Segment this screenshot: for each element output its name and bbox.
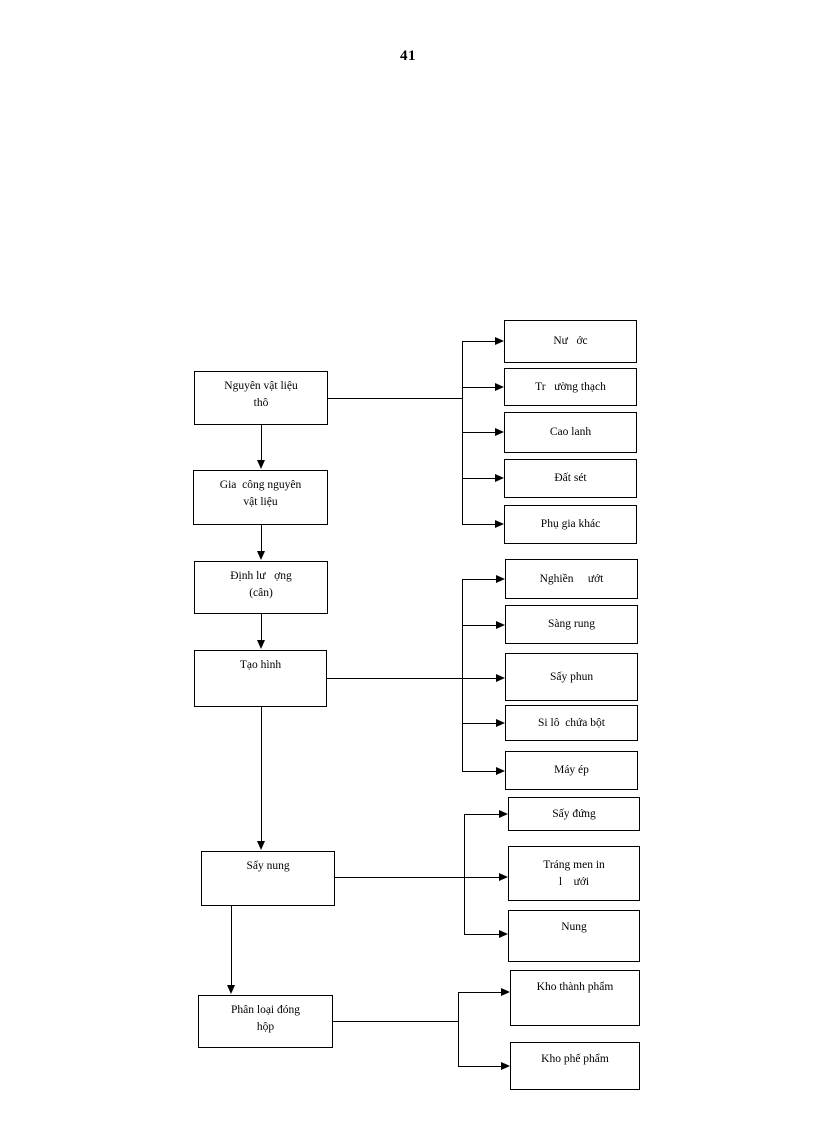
branch-to-spray-drying bbox=[462, 678, 496, 679]
node-sieving[interactable]: Sàng rung bbox=[505, 605, 638, 644]
node-line: Phụ gia khác bbox=[540, 518, 601, 531]
branch-to-additives bbox=[462, 524, 495, 525]
node-material-processing[interactable]: Gia công nguyên vật liệu bbox=[193, 470, 328, 525]
connector-drying-to-sorting bbox=[231, 906, 232, 986]
branch-to-wet-milling bbox=[462, 579, 496, 580]
node-line: vật liệu bbox=[243, 495, 278, 508]
branch-to-silo bbox=[462, 723, 496, 724]
node-line: Phân loại đóng bbox=[231, 1004, 300, 1016]
branch-to-glazing bbox=[464, 877, 499, 878]
connector-dosing-to-forming bbox=[261, 614, 262, 641]
trunk-group3 bbox=[464, 814, 465, 934]
arrowhead-down bbox=[256, 551, 265, 560]
node-water[interactable]: Nư ớc bbox=[504, 320, 637, 363]
node-line: Sấy đứng bbox=[552, 807, 596, 820]
branch-to-vertical-drying bbox=[464, 814, 499, 815]
node-line: Nung bbox=[561, 921, 587, 933]
arrowhead-right bbox=[496, 718, 505, 727]
node-dosing[interactable]: Định lư ợng (cân) bbox=[194, 561, 328, 614]
node-line: l ưới bbox=[558, 875, 590, 888]
node-line: Sàng rung bbox=[548, 618, 595, 631]
node-line: Tạo hình bbox=[239, 659, 282, 671]
node-line: Sấy nung bbox=[246, 860, 290, 872]
node-line: Cao lanh bbox=[549, 426, 592, 439]
arrowhead-right bbox=[495, 473, 504, 482]
arrowhead-down bbox=[256, 640, 265, 649]
page-number: 41 bbox=[400, 48, 416, 64]
node-spray-drying[interactable]: Sấy phun bbox=[505, 653, 638, 701]
branch-to-finished-warehouse bbox=[458, 992, 501, 993]
arrowhead-right bbox=[495, 336, 504, 345]
node-line: Kho phế phẩm bbox=[541, 1053, 609, 1065]
node-kaolin[interactable]: Cao lanh bbox=[504, 412, 637, 453]
branch-to-water bbox=[462, 341, 495, 342]
node-line: Đất sét bbox=[554, 472, 587, 485]
arrowhead-right bbox=[501, 1061, 510, 1070]
node-finished-warehouse[interactable]: Kho thành phẩm bbox=[510, 970, 640, 1026]
arrowhead-down bbox=[256, 841, 265, 850]
arrowhead-down bbox=[256, 460, 265, 469]
node-line: Định lư ợng bbox=[230, 570, 292, 582]
arrowhead-right bbox=[496, 673, 505, 682]
trunk-group2 bbox=[462, 579, 463, 771]
trunk-group4 bbox=[458, 992, 459, 1066]
node-line: Nguyên vật liệu bbox=[224, 380, 298, 392]
node-wet-milling[interactable]: Nghiền ướt bbox=[505, 559, 638, 599]
branch-to-clay bbox=[462, 478, 495, 479]
node-line: hộp bbox=[256, 1020, 275, 1033]
node-raw-material[interactable]: Nguyên vật liệu thô bbox=[194, 371, 328, 425]
arrowhead-right bbox=[496, 620, 505, 629]
node-glazing[interactable]: Tráng men in l ưới bbox=[508, 846, 640, 901]
branch-to-reject-warehouse bbox=[458, 1066, 501, 1067]
arrowhead-right bbox=[496, 766, 505, 775]
arrowhead-right bbox=[499, 872, 508, 881]
node-line: Nư ớc bbox=[553, 335, 588, 348]
branch-to-press bbox=[462, 771, 496, 772]
branch-to-kaolin bbox=[462, 432, 495, 433]
node-line: Si lô chứa bột bbox=[538, 716, 605, 729]
node-line: Nghiền ướt bbox=[539, 572, 604, 585]
connector-raw-to-trunk1 bbox=[328, 398, 462, 399]
connector-forming-to-trunk2 bbox=[327, 678, 462, 679]
node-line: (cân) bbox=[249, 586, 273, 599]
node-forming[interactable]: Tạo hình bbox=[194, 650, 327, 707]
connector-drying-to-trunk3 bbox=[335, 877, 464, 878]
branch-to-feldspar bbox=[462, 387, 495, 388]
branch-to-sieving bbox=[462, 625, 496, 626]
node-line: Kho thành phẩm bbox=[536, 981, 614, 993]
arrowhead-right bbox=[501, 987, 510, 996]
arrowhead-right bbox=[495, 427, 504, 436]
node-line: Máy ép bbox=[554, 764, 589, 777]
node-feldspar[interactable]: Tr ường thạch bbox=[504, 368, 637, 406]
arrowhead-right bbox=[495, 382, 504, 391]
node-line: Tr ường thạch bbox=[535, 380, 606, 393]
node-additives[interactable]: Phụ gia khác bbox=[504, 505, 637, 544]
node-silo[interactable]: Si lô chứa bột bbox=[505, 705, 638, 741]
node-kiln[interactable]: Nung bbox=[508, 910, 640, 962]
connector-raw-to-processing bbox=[261, 425, 262, 461]
connector-forming-to-drying bbox=[261, 707, 262, 842]
node-line: Tráng men in bbox=[543, 858, 605, 871]
connector-processing-to-dosing bbox=[261, 525, 262, 552]
node-line: Gia công nguyên bbox=[219, 479, 302, 491]
arrowhead-right bbox=[496, 574, 505, 583]
node-sorting-packing[interactable]: Phân loại đóng hộp bbox=[198, 995, 333, 1048]
node-line: thô bbox=[253, 396, 269, 409]
node-clay[interactable]: Đất sét bbox=[504, 459, 637, 498]
node-vertical-drying[interactable]: Sấy đứng bbox=[508, 797, 640, 831]
branch-to-kiln bbox=[464, 934, 499, 935]
arrowhead-right bbox=[499, 809, 508, 818]
node-reject-warehouse[interactable]: Kho phế phẩm bbox=[510, 1042, 640, 1090]
arrowhead-right bbox=[495, 519, 504, 528]
node-drying-firing[interactable]: Sấy nung bbox=[201, 851, 335, 906]
connector-sorting-to-trunk4 bbox=[333, 1021, 459, 1022]
arrowhead-down bbox=[226, 985, 235, 994]
node-press[interactable]: Máy ép bbox=[505, 751, 638, 790]
arrowhead-right bbox=[499, 929, 508, 938]
node-line: Sấy phun bbox=[549, 670, 594, 683]
